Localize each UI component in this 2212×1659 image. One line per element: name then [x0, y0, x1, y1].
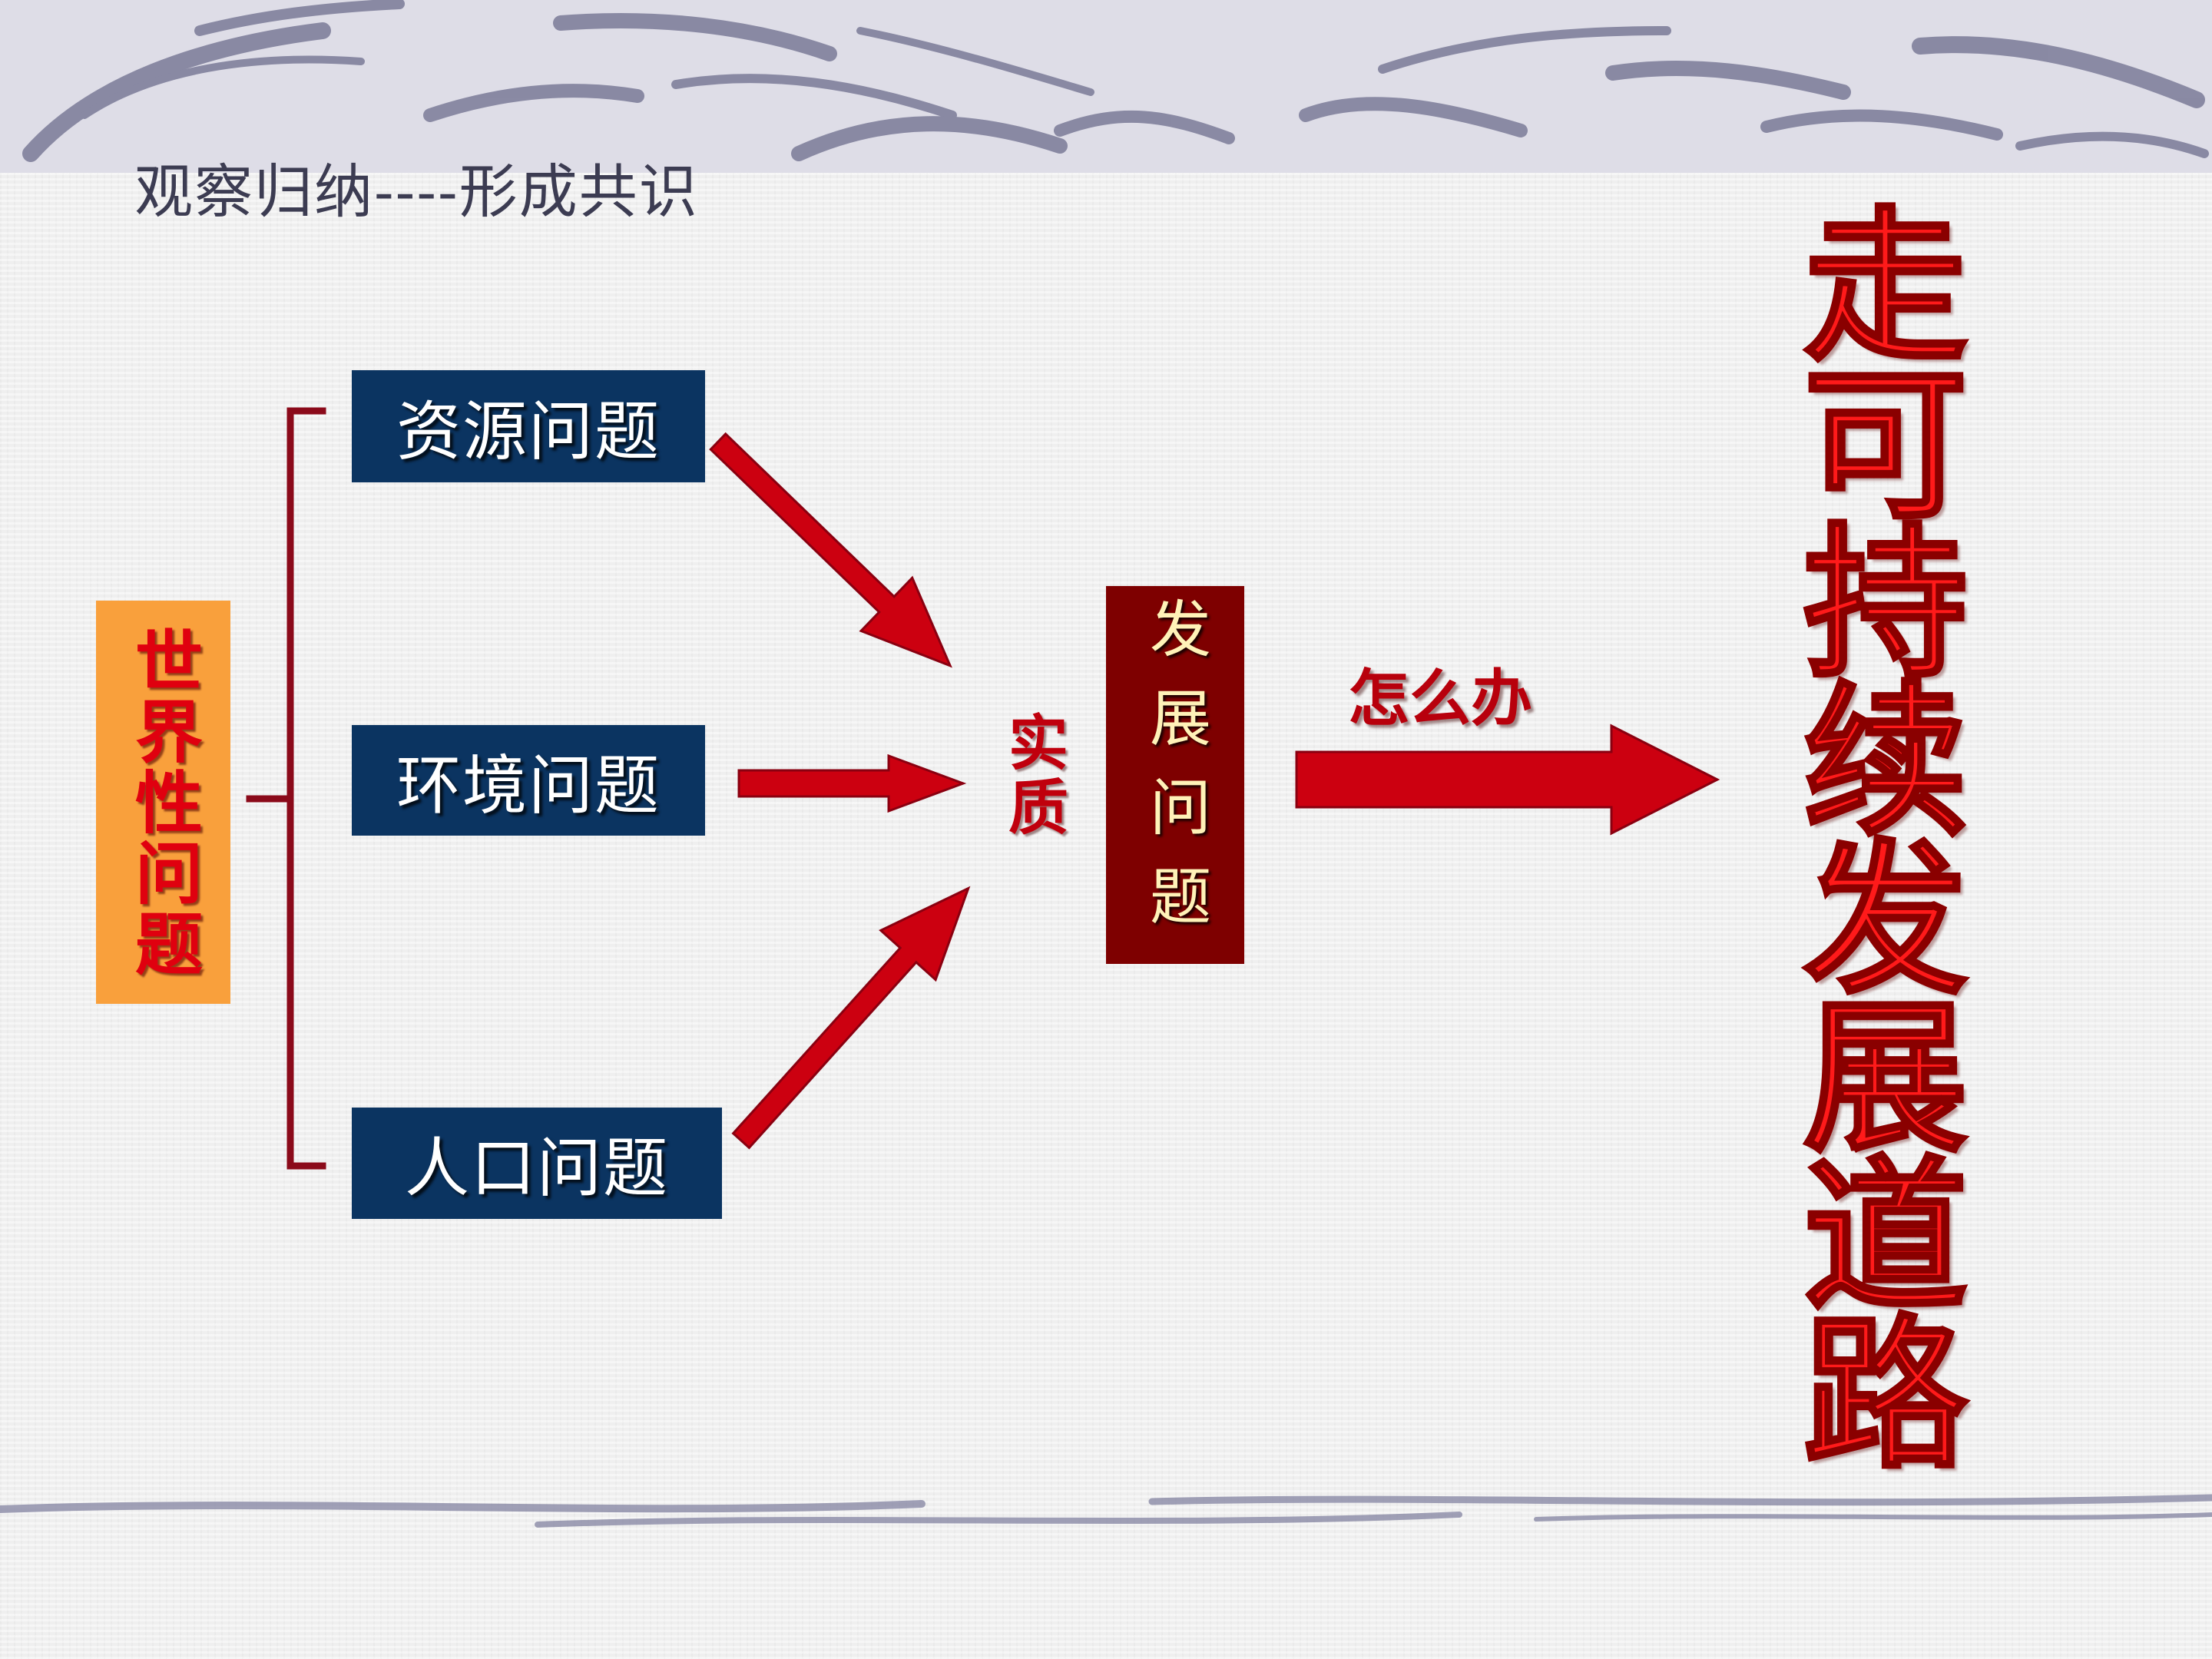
development-issue-label: 发展问题 [1140, 597, 1211, 953]
goal-box: 走可持续发展道路 [1759, 198, 1982, 1467]
arrow-resource-to-center [709, 432, 952, 668]
essence-label-box: 实质 [991, 695, 1075, 856]
issue-box-resource: 资源问题 [352, 370, 705, 482]
arrow-population-to-center [731, 886, 971, 1150]
issue-box-population: 人口问题 [352, 1108, 722, 1219]
how-label: 怎么办 [1348, 663, 1532, 734]
slide-title: 观察归纳----形成共识 [134, 157, 699, 226]
issue-label-population: 人口问题 [404, 1131, 669, 1206]
development-issue-box: 发展问题 [1106, 586, 1244, 964]
goal-label: 走可持续发展道路 [1773, 198, 1968, 1467]
essence-label: 实质 [998, 711, 1068, 840]
bracket [246, 407, 326, 1170]
world-issue-label: 世界性问题 [124, 625, 204, 979]
issue-label-environment: 环境问题 [396, 747, 661, 823]
arrow-environment-to-center [737, 753, 967, 813]
issue-box-environment: 环境问题 [352, 725, 705, 836]
world-issue-box: 世界性问题 [96, 601, 230, 1004]
arrow-to-goal [1295, 724, 1720, 836]
issue-label-resource: 资源问题 [396, 393, 661, 469]
